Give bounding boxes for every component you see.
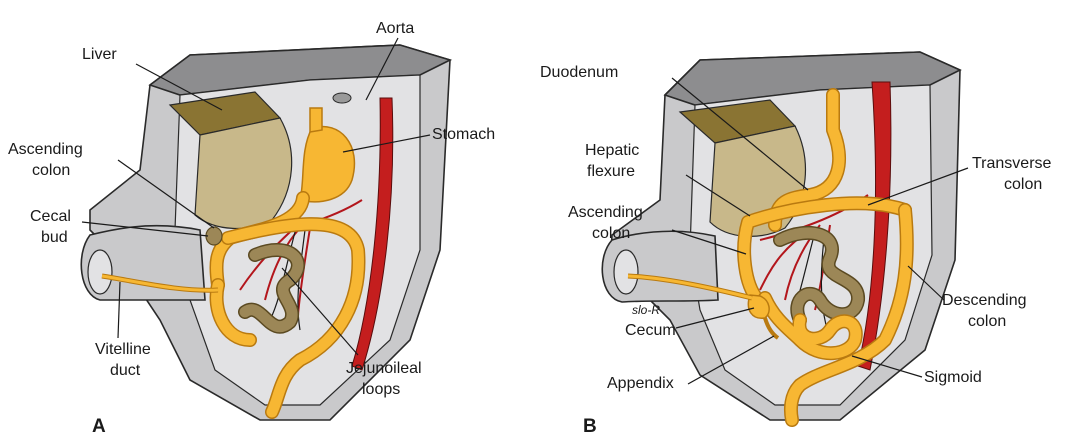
artist-signature: slo-R [632, 303, 660, 317]
label-transverse-colon-2: colon [1004, 176, 1042, 193]
label-ascending-colon-a-2: colon [32, 162, 70, 179]
label-cecal-bud-2: bud [41, 229, 68, 246]
panel-b-letter: B [583, 416, 597, 437]
label-aorta: Aorta [376, 20, 414, 37]
label-transverse-colon-1: Transverse [972, 155, 1052, 172]
panel-a: Liver Aorta Stomach Ascending colon Ceca… [8, 20, 495, 437]
label-jejunoileal-loops-1: Jejunoileal [346, 360, 422, 377]
panel-a-esophagus [310, 108, 322, 132]
label-sigmoid: Sigmoid [924, 369, 982, 386]
panel-a-letter: A [92, 416, 106, 437]
label-stomach: Stomach [432, 126, 495, 143]
panel-b-stalk-opening [614, 250, 638, 294]
label-cecal-bud-1: Cecal [30, 208, 71, 225]
label-vitelline-duct-2: duct [110, 362, 141, 379]
panel-a-cecal-bud [206, 227, 222, 245]
label-hepatic-flexure-1: Hepatic [585, 142, 639, 159]
label-descending-colon-2: colon [968, 313, 1006, 330]
label-vitelline-duct-1: Vitelline [95, 341, 151, 358]
label-ascending-colon-b-1: Ascending [568, 204, 643, 221]
label-ascending-colon-b-2: colon [592, 225, 630, 242]
panel-a-liver [195, 118, 292, 228]
label-liver: Liver [82, 46, 117, 63]
label-jejunoileal-loops-2: loops [362, 381, 400, 398]
panel-b: Duodenum Hepatic flexure Ascending colon… [540, 52, 1052, 437]
label-hepatic-flexure-2: flexure [587, 163, 635, 180]
panel-a-stalk-opening [88, 250, 112, 294]
panel-a-aorta-opening [333, 93, 351, 103]
label-appendix: Appendix [607, 375, 674, 392]
label-ascending-colon-a-1: Ascending [8, 141, 83, 158]
label-descending-colon-1: Descending [942, 292, 1027, 309]
panel-a-stomach [300, 127, 354, 202]
label-duodenum: Duodenum [540, 64, 618, 81]
label-cecum: Cecum [625, 322, 676, 339]
